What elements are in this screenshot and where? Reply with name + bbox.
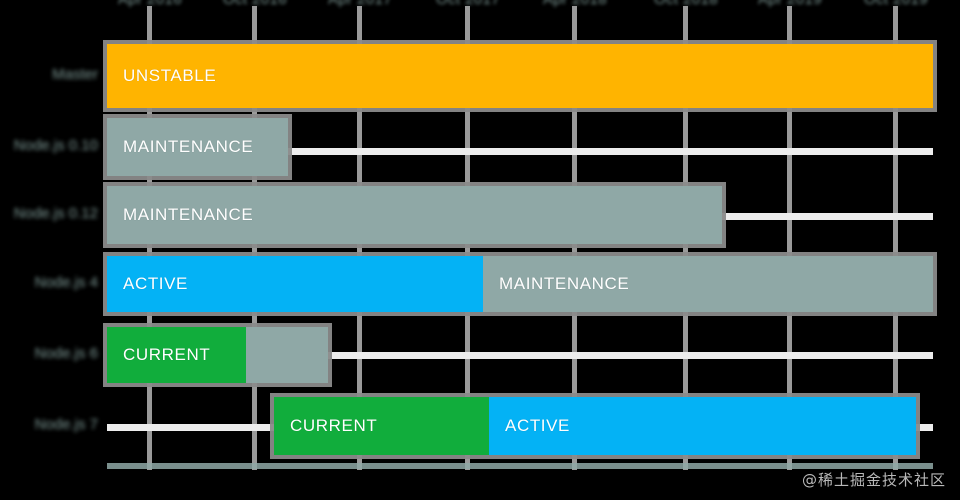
row-separator-line [107, 352, 933, 359]
row-label: Node.js 7 [34, 416, 98, 433]
chart-row: UNSTABLE [0, 44, 960, 108]
row-label: Node.js 0.12 [13, 205, 98, 222]
bar-segment-maintenance[interactable]: MAINTENANCE [107, 118, 288, 176]
row-label: Master [52, 66, 98, 83]
bar-segment-label: MAINTENANCE [499, 274, 630, 293]
bar-segment-active[interactable]: ACTIVE [107, 256, 483, 312]
x-tick-label: Oct 2019 [864, 0, 928, 8]
bar-segment-maintenance[interactable]: MAINTENANCE [483, 256, 933, 312]
bar-segment-active[interactable]: ACTIVE [489, 397, 916, 455]
bar-segment-label: CURRENT [123, 345, 211, 364]
x-tick-label: Oct 2017 [436, 0, 500, 8]
x-tick-label: Apr 2018 [543, 0, 607, 8]
gridline-vertical [893, 6, 898, 470]
bar-segment-current[interactable]: CURRENT [107, 327, 246, 383]
x-tick-label: Apr 2017 [328, 0, 392, 8]
bar-segment-label: MAINTENANCE [123, 137, 254, 156]
watermark: @稀土掘金技术社区 [801, 471, 946, 489]
bar-segment-label: MAINTENANCE [123, 205, 254, 224]
bar-segment-current[interactable]: CURRENT [274, 397, 489, 455]
chart-row: CURRENT ACTIVE [0, 397, 960, 455]
row-label: Node.js 0.10 [13, 137, 98, 154]
axis-baseline [107, 463, 933, 469]
gridline-vertical [787, 6, 792, 470]
row-label: Node.js 4 [34, 274, 98, 291]
x-tick-label: Oct 2018 [654, 0, 718, 8]
row-separator-line [107, 148, 933, 155]
x-tick-label: Oct 2016 [223, 0, 287, 8]
bar-segment-label: UNSTABLE [123, 66, 217, 85]
x-axis-tick-labels: Apr 2016 Oct 2016 Apr 2017 Oct 2017 Apr 2018… [0, 0, 960, 30]
bar-segment-label: CURRENT [290, 416, 378, 435]
bar-segment-label: ACTIVE [505, 416, 571, 435]
bar-segment-maintenance[interactable] [246, 327, 328, 383]
row-label: Node.js 6 [34, 345, 98, 362]
chart-row: MAINTENANCE [0, 186, 960, 244]
chart-row: ACTIVE MAINTENANCE [0, 256, 960, 312]
x-tick-label: Apr 2016 [118, 0, 182, 8]
bar-segment-label: ACTIVE [123, 274, 189, 293]
bar-segment-unstable[interactable]: UNSTABLE [107, 44, 933, 108]
chart-row: MAINTENANCE [0, 118, 960, 176]
chart-row: CURRENT [0, 327, 960, 383]
bar-segment-maintenance[interactable]: MAINTENANCE [107, 186, 722, 244]
x-tick-label: Apr 2019 [758, 0, 822, 8]
